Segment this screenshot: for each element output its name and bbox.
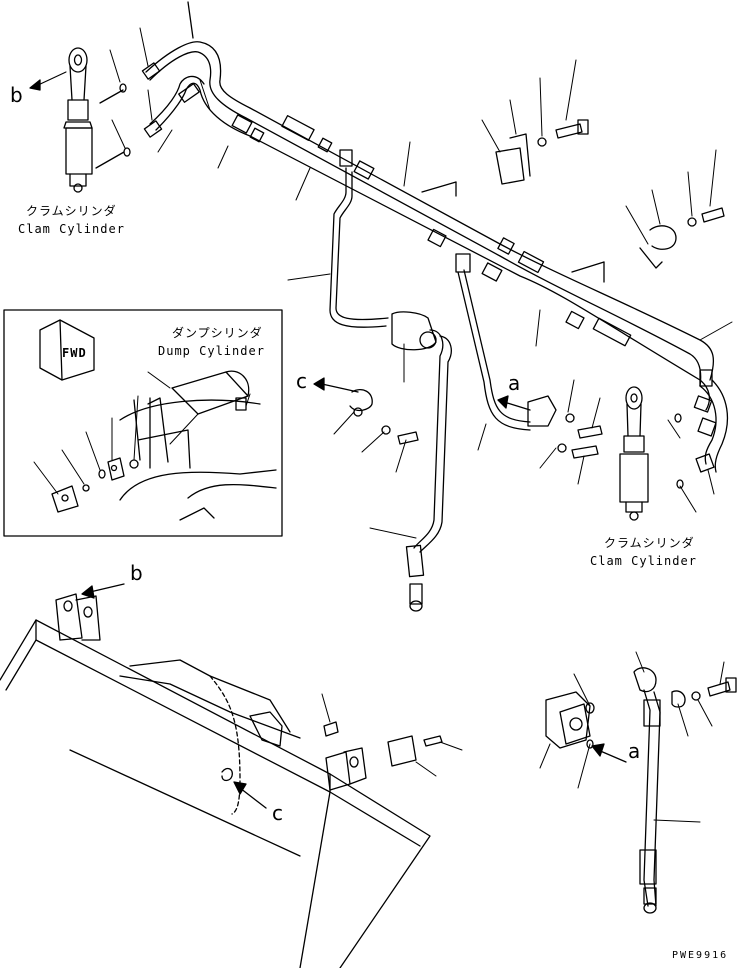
fwd-arrow-label: FWD <box>62 346 87 360</box>
callout-b-bucket: b <box>130 561 143 585</box>
left-clam-cylinder-label-jp: クラムシリンダ <box>26 204 117 218</box>
callout-b-top: b <box>10 83 23 107</box>
center-pipes <box>329 167 603 612</box>
leader-lines <box>109 27 733 539</box>
drawing-code: PWE9916 <box>672 950 729 961</box>
left-clam-cylinder <box>63 47 131 193</box>
dump-cylinder-label-en: Dump Cylinder <box>158 344 265 358</box>
dump-cylinder-inset <box>3 309 283 537</box>
callout-c-bucket: c <box>272 801 283 825</box>
right-clam-cylinder <box>619 386 684 521</box>
upper-brackets <box>421 119 725 283</box>
callout-a-detail: a <box>628 739 641 763</box>
left-clam-cylinder-label-en: Clam Cylinder <box>18 222 125 236</box>
dump-cylinder-label-jp: ダンプシリンダ <box>172 326 263 340</box>
callout-a-main: a <box>508 371 521 395</box>
callout-arrows <box>29 71 627 809</box>
callout-c-main: c <box>296 369 307 393</box>
right-clam-cylinder-label-jp: クラムシリンダ <box>604 536 695 550</box>
detail-hose <box>539 651 737 914</box>
bucket <box>0 593 463 968</box>
upper-hoses <box>141 1 729 473</box>
right-clam-cylinder-label-en: Clam Cylinder <box>590 554 697 568</box>
